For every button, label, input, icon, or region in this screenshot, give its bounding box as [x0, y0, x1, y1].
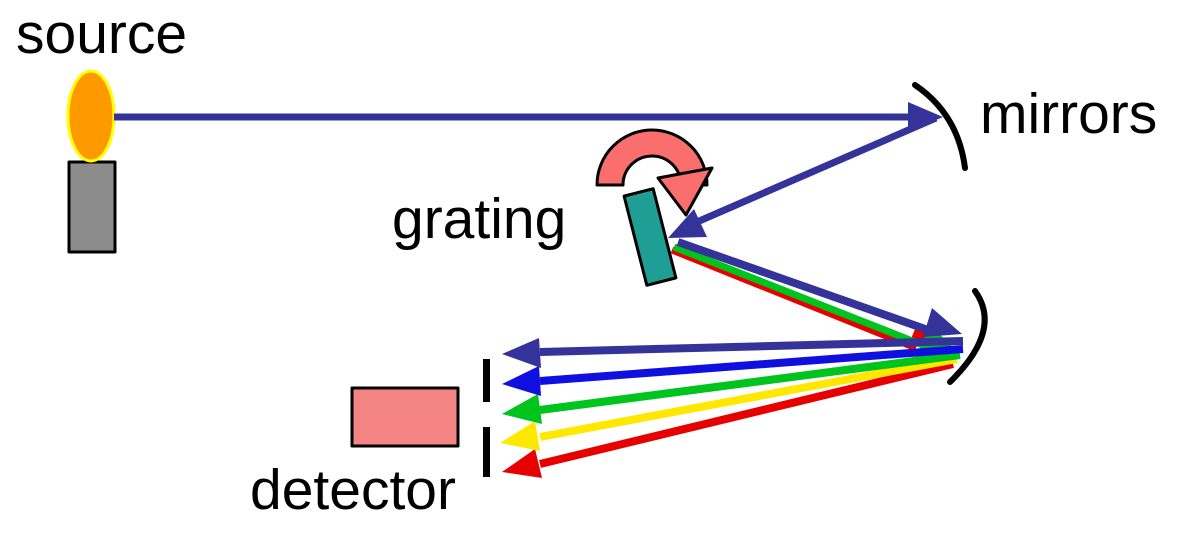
mirrors-label: mirrors	[980, 82, 1157, 146]
beam-grating-arrowhead-icon	[668, 209, 707, 238]
grating-label: grating	[392, 187, 566, 251]
dispersed-ray-navy	[676, 238, 930, 334]
output-blue-arrowhead-icon	[502, 366, 541, 396]
output-ray-blue	[539, 345, 964, 385]
rotation-arrowhead-icon	[656, 166, 714, 217]
burner-base	[67, 160, 117, 254]
dispersed-ray-red	[670, 246, 918, 352]
exit-slit-top-bar	[483, 359, 490, 402]
top-mirror-arc	[912, 82, 968, 171]
output-ray-yellow	[539, 355, 958, 441]
detector-label: detector	[250, 458, 456, 522]
exit-slit-bottom-bar	[483, 427, 490, 477]
output-ray-green	[539, 351, 961, 414]
output-ray-red	[539, 360, 954, 468]
beam-mirror-to-grating	[695, 114, 938, 226]
dispersed-ray-green	[672, 243, 927, 350]
output-navy-arrowhead-icon	[502, 338, 541, 368]
output-red-arrowhead-icon	[502, 449, 542, 478]
flame-icon	[66, 69, 116, 163]
output-yellow-arrowhead-icon	[500, 421, 540, 451]
bottom-mirror-arc	[947, 288, 988, 385]
output-ray-navy	[539, 337, 964, 356]
source-label: source	[16, 2, 187, 66]
output-green-arrowhead-icon	[502, 394, 542, 424]
detector-box	[350, 386, 460, 448]
grating-element	[622, 187, 678, 287]
dispersed-navy-arrowhead-icon	[923, 308, 962, 337]
